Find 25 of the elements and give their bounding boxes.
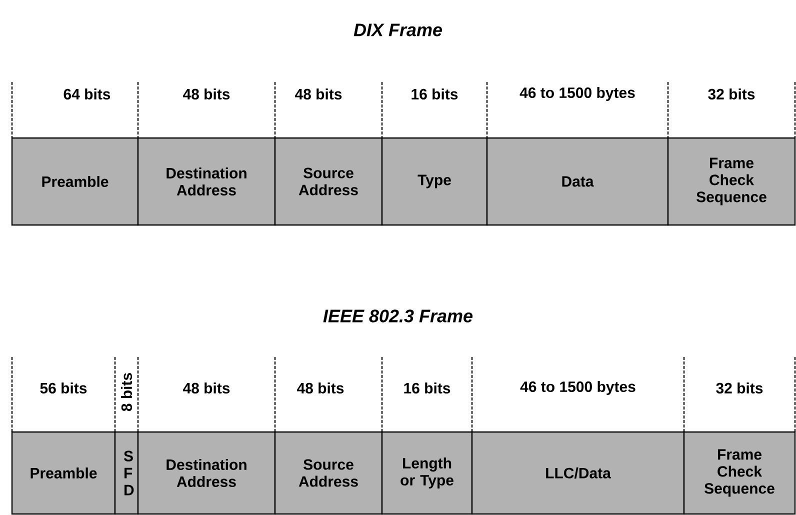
- field-cell: S F D: [114, 431, 139, 515]
- field-cell: Data: [486, 137, 669, 226]
- size-label: 8 bits: [121, 373, 132, 412]
- size-label: 48 bits: [294, 88, 342, 100]
- size-label: 16 bits: [404, 382, 450, 394]
- field-cell: Source Address: [274, 137, 383, 226]
- size-label: 46 to 1500 bytes: [520, 87, 635, 101]
- field-cell: Frame Check Sequence: [683, 431, 796, 515]
- frame-title: IEEE 802.3 Frame: [323, 310, 473, 322]
- size-label: 56 bits: [40, 382, 87, 394]
- size-label: 48 bits: [182, 382, 230, 394]
- size-label: 48 bits: [296, 382, 344, 394]
- size-label: 32 bits: [716, 382, 763, 394]
- field-cell: Source Address: [274, 431, 383, 515]
- size-label: 32 bits: [708, 88, 755, 100]
- size-label: 16 bits: [412, 88, 458, 100]
- field-cell: Frame Check Sequence: [667, 137, 796, 226]
- field-cell: Preamble: [11, 137, 139, 226]
- size-label: 64 bits: [64, 88, 110, 100]
- field-cell: Type: [381, 137, 488, 226]
- frame-title: DIX Frame: [354, 24, 442, 36]
- size-label: 46 to 1500 bytes: [520, 381, 636, 395]
- size-label: 48 bits: [182, 88, 230, 100]
- field-cell: Length or Type: [381, 431, 473, 515]
- field-cell: Destination Address: [137, 137, 276, 226]
